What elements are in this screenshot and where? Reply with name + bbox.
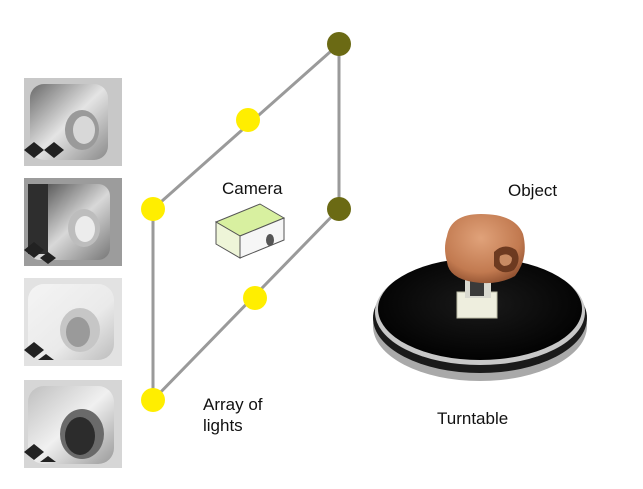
light-bottom-mid — [243, 286, 267, 310]
camera-icon — [214, 203, 286, 259]
thumbnail-1 — [24, 78, 122, 166]
thumbnail-4 — [24, 380, 122, 468]
light-top-left — [141, 197, 165, 221]
object-label: Object — [508, 181, 558, 200]
light-array-frame — [151, 42, 341, 402]
array-of-lights-label: Array of lights — [203, 395, 263, 435]
camera-label: Camera — [222, 179, 283, 198]
turntable-label: Turntable — [437, 409, 509, 428]
clay-object — [445, 214, 525, 319]
light-mid-right — [327, 197, 351, 221]
light-bottom-left — [141, 388, 165, 412]
thumbnail-2 — [24, 178, 122, 266]
light-top-mid — [236, 108, 260, 132]
thumbnail-3 — [24, 278, 122, 366]
light-top-right — [327, 32, 351, 56]
